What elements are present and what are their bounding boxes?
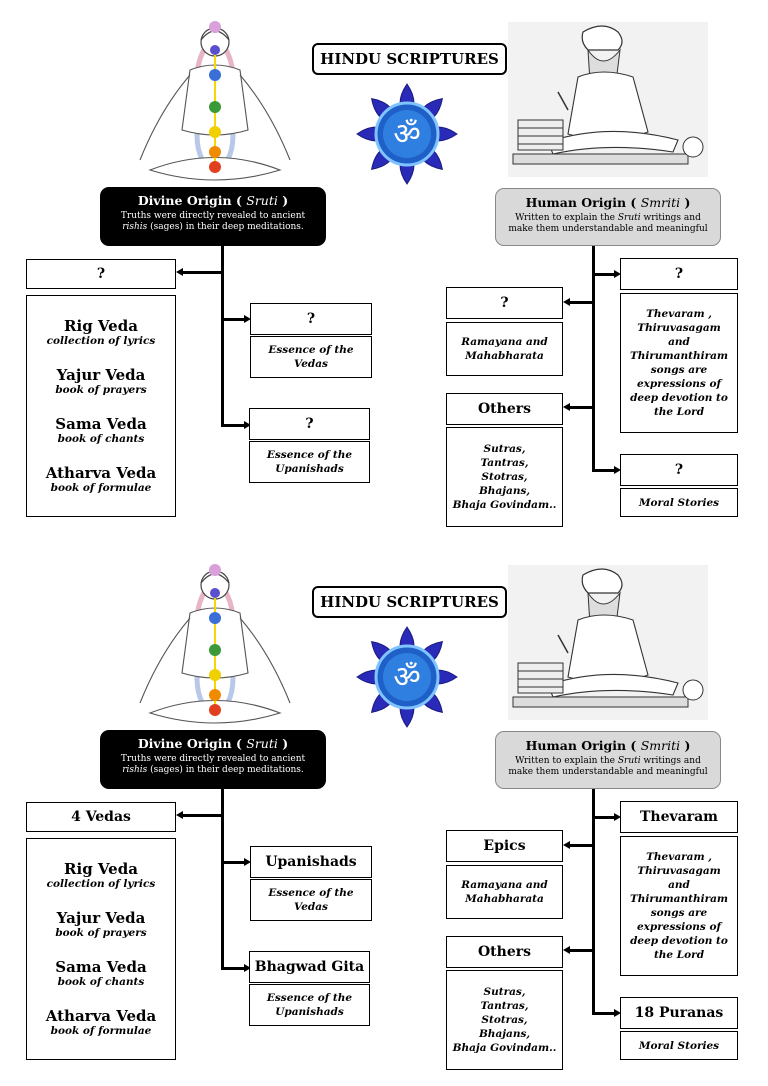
arrow-head — [244, 421, 251, 429]
sage-writing-illustration — [508, 22, 708, 177]
puranas-desc-box: Moral Stories — [620, 1031, 738, 1060]
upanishads-desc-box: Essence of the Vedas — [250, 336, 372, 378]
epics-desc-box: Ramayana and Mahabharata — [446, 322, 563, 376]
gita-heading-box: Bhagwad Gita — [249, 951, 370, 983]
gita-desc-box: Essence of the Upanishads — [249, 441, 370, 483]
arrow-head — [563, 403, 570, 411]
others-heading-box: Others — [446, 393, 563, 425]
om-lotus-emblem: ॐ — [356, 626, 458, 728]
arrow-head — [563, 298, 570, 306]
svg-text:ॐ: ॐ — [393, 660, 420, 695]
connector-line — [569, 406, 594, 409]
gita-heading-box: ? — [249, 408, 370, 440]
sage-writing-illustration — [508, 565, 708, 720]
connector-line — [592, 469, 615, 472]
thevaram-heading-box: Thevaram — [620, 801, 738, 833]
divine-origin-desc: Truths were directly revealed to ancient… — [120, 754, 306, 775]
divine-origin-box: Divine Origin ( Sruti ) Truths were dire… — [100, 187, 326, 246]
others-desc-box: Sutras,Tantras,Stotras,Bhajans,Bhaja Gov… — [446, 427, 563, 527]
human-origin-desc: Written to explain the Sruti writings an… — [508, 213, 708, 234]
connector-line — [592, 789, 595, 1015]
puranas-heading-box: 18 Puranas — [620, 997, 738, 1029]
human-origin-box: Human Origin ( Smriti ) Written to expla… — [495, 731, 721, 789]
arrow-head — [244, 858, 251, 866]
arrow-head — [563, 946, 570, 954]
epics-heading-box: Epics — [446, 830, 563, 862]
connector-line — [221, 789, 224, 969]
arrow-head — [614, 813, 621, 821]
divine-origin-box: Divine Origin ( Sruti ) Truths were dire… — [100, 730, 326, 789]
human-origin-title: Human Origin ( Smriti ) — [525, 738, 691, 753]
connector-line — [221, 967, 245, 970]
connector-line — [592, 1012, 615, 1015]
others-desc-box: Sutras,Tantras,Stotras,Bhajans,Bhaja Gov… — [446, 970, 563, 1070]
meditating-yogi-illustration — [139, 564, 291, 724]
human-origin-box: Human Origin ( Smriti ) Written to expla… — [495, 188, 721, 246]
page-title: HINDU SCRIPTURES — [312, 586, 507, 618]
connector-line — [592, 816, 615, 819]
arrow-head — [176, 811, 183, 819]
upanishads-heading-box: Upanishads — [250, 846, 372, 878]
connector-line — [569, 844, 594, 847]
thevaram-heading-box: ? — [620, 258, 738, 290]
connector-line — [592, 246, 595, 472]
upanishads-desc-box: Essence of the Vedas — [250, 879, 372, 921]
human-origin-desc: Written to explain the Sruti writings an… — [508, 756, 708, 777]
arrow-head — [176, 268, 183, 276]
human-origin-title: Human Origin ( Smriti ) — [525, 195, 691, 210]
worksheet-panel: HINDU SCRIPTURES ॐ — [26, 21, 738, 527]
om-lotus-emblem: ॐ — [356, 83, 458, 185]
arrow-head — [614, 1009, 621, 1017]
divine-origin-title: Divine Origin ( Sruti ) — [137, 736, 289, 751]
arrow-head — [614, 270, 621, 278]
vedas-heading-box: ? — [26, 259, 176, 289]
connector-line — [221, 318, 245, 321]
connector-line — [221, 424, 245, 427]
answer-key-panel: HINDU SCRIPTURES ॐ — [0, 543, 768, 1086]
meditating-yogi-illustration — [139, 21, 291, 181]
page-title: HINDU SCRIPTURES — [312, 43, 507, 75]
vedas-heading-box: 4 Vedas — [26, 802, 176, 832]
gita-desc-box: Essence of the Upanishads — [249, 984, 370, 1026]
others-heading-box: Others — [446, 936, 563, 968]
connector-line — [592, 273, 615, 276]
connector-line — [221, 246, 224, 426]
epics-heading-box: ? — [446, 287, 563, 319]
upanishads-heading-box: ? — [250, 303, 372, 335]
connector-line — [569, 949, 594, 952]
connector-line — [181, 271, 223, 274]
connector-line — [221, 861, 245, 864]
arrow-head — [563, 841, 570, 849]
connector-line — [181, 814, 223, 817]
divine-origin-title: Divine Origin ( Sruti ) — [137, 193, 289, 208]
connector-line — [569, 301, 594, 304]
arrow-head — [614, 466, 621, 474]
epics-desc-box: Ramayana and Mahabharata — [446, 865, 563, 919]
puranas-desc-box: Moral Stories — [620, 488, 738, 517]
svg-text:ॐ: ॐ — [393, 117, 420, 152]
divine-origin-desc: Truths were directly revealed to ancient… — [120, 211, 306, 232]
arrow-head — [244, 315, 251, 323]
arrow-head — [244, 964, 251, 972]
puranas-heading-box: ? — [620, 454, 738, 486]
